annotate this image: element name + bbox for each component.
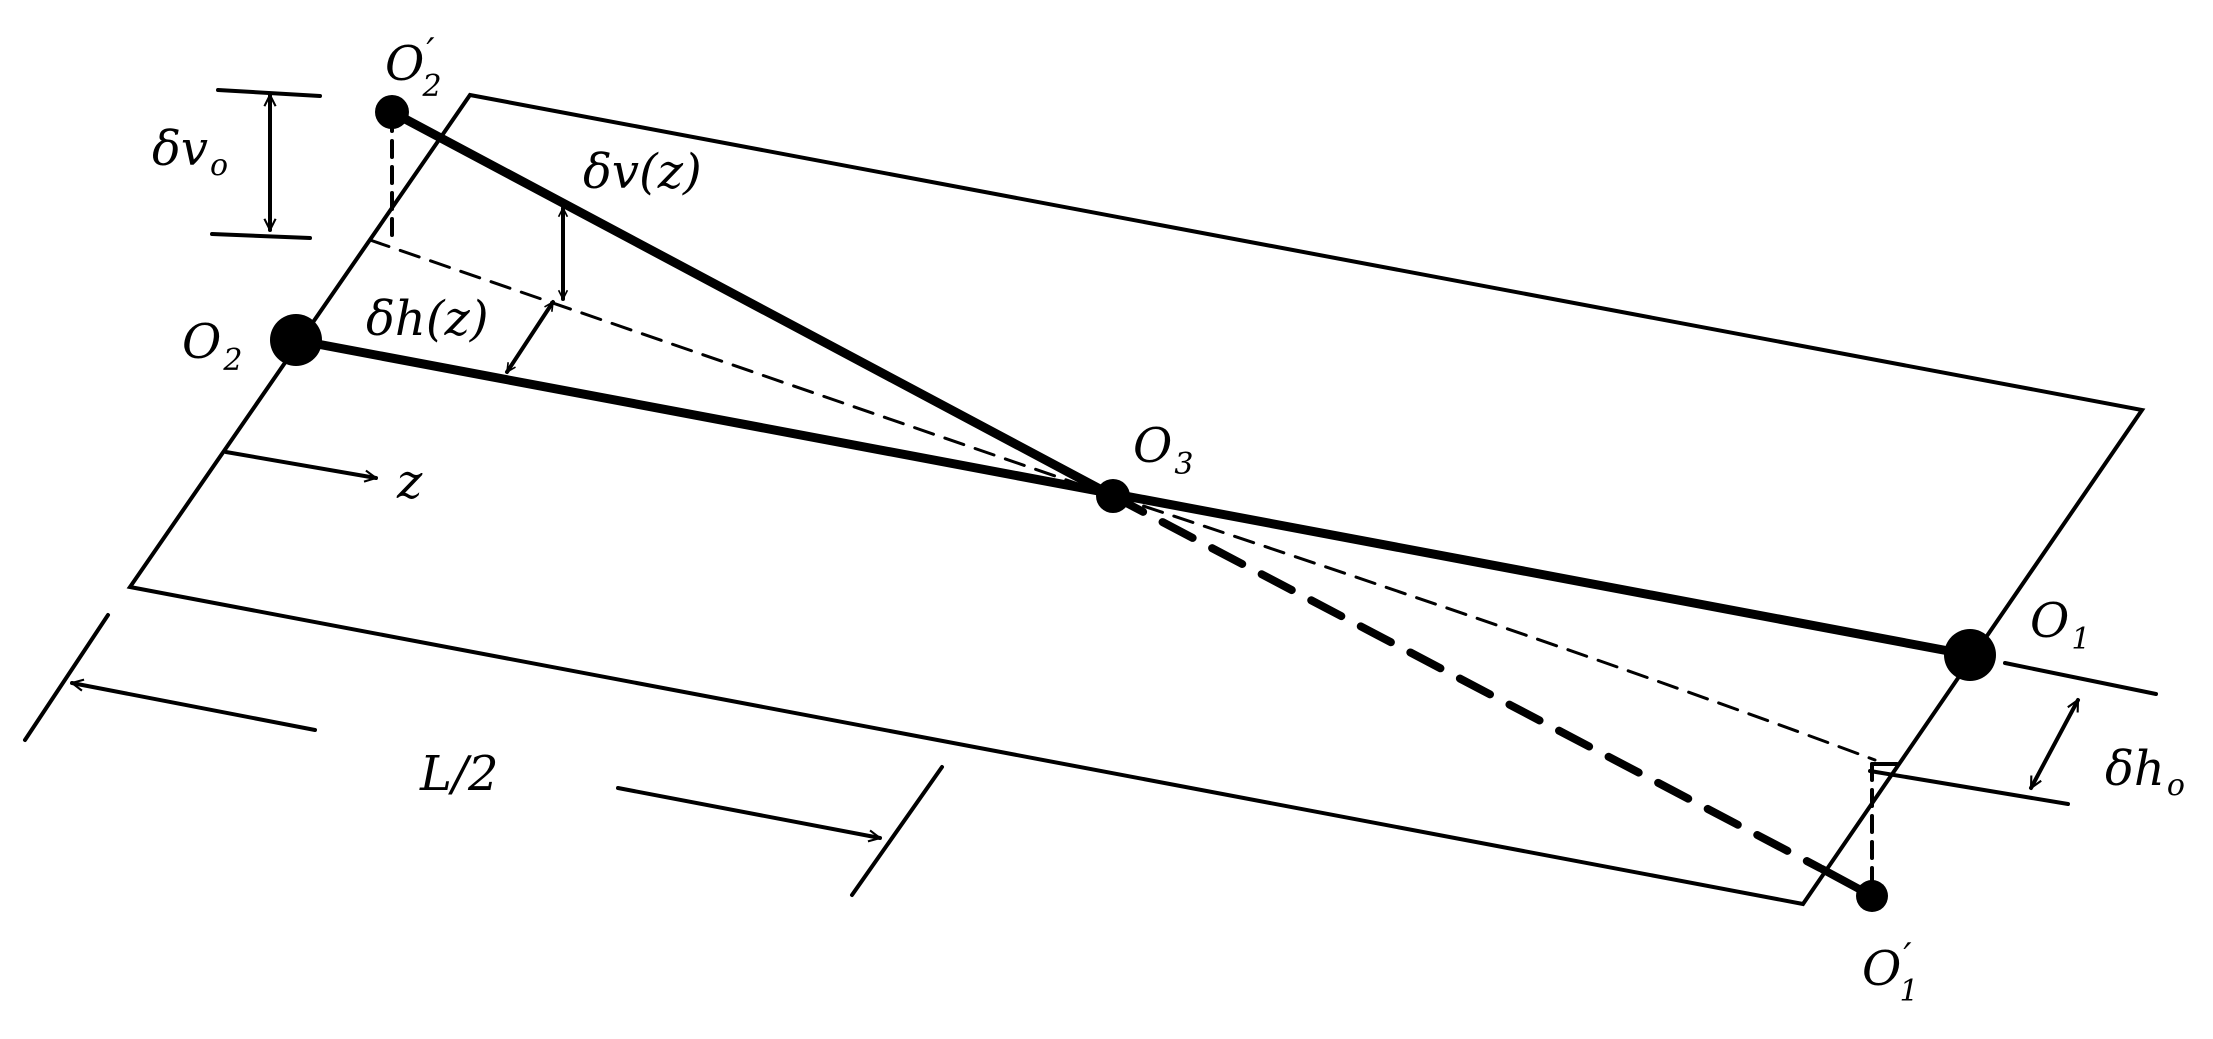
label-half-length: L/2	[419, 746, 499, 802]
projected-line-left	[368, 238, 1115, 498]
dim-tick-upper-right	[2003, 661, 2158, 696]
dim-tick-bottom	[210, 232, 312, 240]
displaced-line-o2-prime-o3	[387, 107, 1118, 501]
beam-line-o2-o1	[291, 335, 1975, 660]
label-delta-ho: δho	[2105, 741, 2185, 803]
point-o2-prime	[375, 95, 409, 129]
length-arrow-left	[72, 683, 317, 732]
point-o1	[1944, 629, 1996, 681]
label-z: z	[396, 454, 423, 510]
label-o3: O3	[1133, 418, 1193, 482]
label-o1: O1	[2030, 593, 2090, 657]
label-o1-prime: O′1	[1862, 937, 1919, 1009]
delta-hz-arrow	[505, 300, 555, 374]
delta-ho-arrow	[2029, 700, 2080, 788]
point-o2	[270, 314, 322, 366]
label-delta-vz: δv(z)	[583, 144, 702, 200]
dim-tick-lower-right	[1868, 769, 2070, 806]
length-tick-left	[23, 613, 110, 742]
length-arrow-right	[616, 786, 880, 838]
label-o2-prime: O′2	[385, 32, 442, 104]
label-o2: O2	[182, 314, 242, 378]
z-axis-arrow	[224, 450, 376, 478]
projected-line-right	[1111, 494, 1877, 762]
point-o3	[1096, 479, 1130, 513]
point-o1-prime	[1856, 880, 1888, 912]
label-delta-hz: δh(z)	[366, 291, 489, 347]
displaced-line-dashed	[1109, 492, 1824, 872]
reference-plane	[126, 92, 2146, 907]
label-delta-vo: δvo	[152, 121, 228, 183]
length-tick-right	[850, 765, 944, 897]
dim-tick-top	[216, 88, 322, 98]
